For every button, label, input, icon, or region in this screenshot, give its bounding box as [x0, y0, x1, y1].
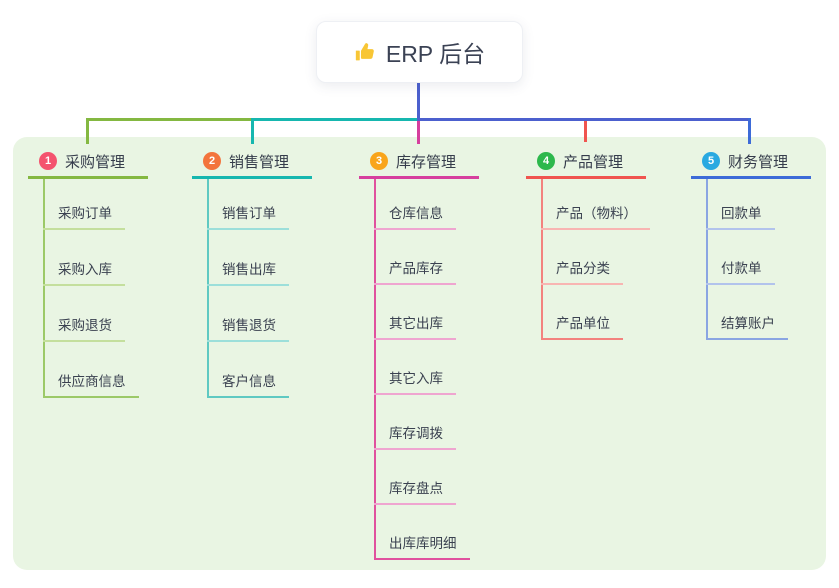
- branch-header[interactable]: 2 销售管理: [192, 146, 312, 179]
- thumbs-up-icon: [354, 41, 376, 63]
- child-node[interactable]: 出库库明细: [374, 505, 470, 560]
- branch-3: 3 库存管理仓库信息产品库存其它出库其它入库库存调拨库存盘点出库库明细: [359, 146, 479, 560]
- child-node[interactable]: 采购订单: [43, 179, 125, 230]
- child-label: 产品单位: [541, 312, 623, 340]
- child-node[interactable]: 销售出库: [207, 230, 289, 286]
- connector-stub-purchase: [86, 118, 89, 144]
- branch-5: 5 财务管理回款单付款单结算账户: [691, 146, 811, 340]
- branch-2: 2 销售管理销售订单销售出库销售退货客户信息: [192, 146, 312, 398]
- child-label: 其它入库: [374, 367, 456, 395]
- branch-4: 4 产品管理产品（物料） 产品分类产品单位: [526, 146, 650, 340]
- child-label: 其它出库: [374, 312, 456, 340]
- child-node[interactable]: 采购退货: [43, 286, 125, 342]
- child-node[interactable]: 产品库存: [374, 230, 456, 285]
- child-label: 产品分类: [541, 257, 623, 285]
- child-node[interactable]: 销售订单: [207, 179, 289, 230]
- connector-stub-inventory: [417, 121, 420, 144]
- child-label: 库存盘点: [374, 477, 456, 505]
- branch-children: 采购订单采购入库采购退货供应商信息: [43, 179, 139, 398]
- connector-root-stem: [417, 83, 420, 121]
- child-label: 产品库存: [374, 257, 456, 285]
- branch-number-badge: 2: [203, 152, 221, 170]
- connector-stub-finance: [748, 118, 751, 144]
- branch-header[interactable]: 3 库存管理: [359, 146, 479, 179]
- child-node[interactable]: 结算账户: [706, 285, 788, 340]
- child-node[interactable]: 库存调拨: [374, 395, 456, 450]
- child-node[interactable]: 产品单位: [541, 285, 623, 340]
- branch-header[interactable]: 5 财务管理: [691, 146, 811, 179]
- root-node-erp[interactable]: ERP 后台: [316, 21, 523, 83]
- child-node[interactable]: 其它入库: [374, 340, 456, 395]
- branch-children: 销售订单销售出库销售退货客户信息: [207, 179, 289, 398]
- child-label: 付款单: [706, 257, 775, 285]
- branch-children: 回款单付款单结算账户: [706, 179, 788, 340]
- child-label: 出库库明细: [374, 532, 470, 560]
- branch-number-badge: 5: [702, 152, 720, 170]
- child-label: 销售退货: [207, 314, 289, 342]
- branch-label: 产品管理: [563, 153, 624, 171]
- branch-header[interactable]: 4 产品管理: [526, 146, 646, 179]
- branch-number-badge: 3: [370, 152, 388, 170]
- child-label: 回款单: [706, 202, 775, 230]
- branch-label: 财务管理: [728, 153, 789, 171]
- child-node[interactable]: 仓库信息: [374, 179, 456, 230]
- child-label: 销售出库: [207, 258, 289, 286]
- connector-horizontal-green: [86, 118, 253, 121]
- child-node[interactable]: 付款单: [706, 230, 775, 285]
- child-node[interactable]: 采购入库: [43, 230, 125, 286]
- child-node[interactable]: 产品分类: [541, 230, 623, 285]
- branch-number-badge: 4: [537, 152, 555, 170]
- connector-horizontal-teal: [251, 118, 417, 121]
- branch-children: 产品（物料） 产品分类产品单位: [541, 179, 650, 340]
- child-label: 产品（物料）: [541, 202, 650, 230]
- child-node[interactable]: 库存盘点: [374, 450, 456, 505]
- child-node[interactable]: 供应商信息: [43, 342, 139, 398]
- branch-children: 仓库信息产品库存其它出库其它入库库存调拨库存盘点出库库明细: [374, 179, 470, 560]
- branch-1: 1 采购管理采购订单采购入库采购退货供应商信息: [28, 146, 148, 398]
- child-node[interactable]: 产品（物料）: [541, 179, 650, 230]
- child-node[interactable]: 客户信息: [207, 342, 289, 398]
- child-label: 供应商信息: [43, 370, 139, 398]
- child-label: 采购订单: [43, 202, 125, 230]
- branch-header[interactable]: 1 采购管理: [28, 146, 148, 179]
- child-label: 销售订单: [207, 202, 289, 230]
- child-label: 客户信息: [207, 370, 289, 398]
- child-node[interactable]: 销售退货: [207, 286, 289, 342]
- child-node[interactable]: 回款单: [706, 179, 775, 230]
- branch-label: 库存管理: [396, 153, 457, 171]
- child-label: 库存调拨: [374, 422, 456, 450]
- child-label: 结算账户: [706, 312, 788, 340]
- connector-stub-product: [584, 121, 587, 142]
- child-label: 采购退货: [43, 314, 125, 342]
- branch-label: 采购管理: [65, 153, 126, 171]
- child-label: 采购入库: [43, 258, 125, 286]
- branches-panel: [13, 137, 826, 570]
- child-label: 仓库信息: [374, 202, 456, 230]
- branch-label: 销售管理: [229, 153, 290, 171]
- child-node[interactable]: 其它出库: [374, 285, 456, 340]
- branch-number-badge: 1: [39, 152, 57, 170]
- connector-horizontal-blue: [417, 118, 751, 121]
- connector-stub-sales: [251, 118, 254, 144]
- root-node-label: ERP 后台: [385, 41, 486, 67]
